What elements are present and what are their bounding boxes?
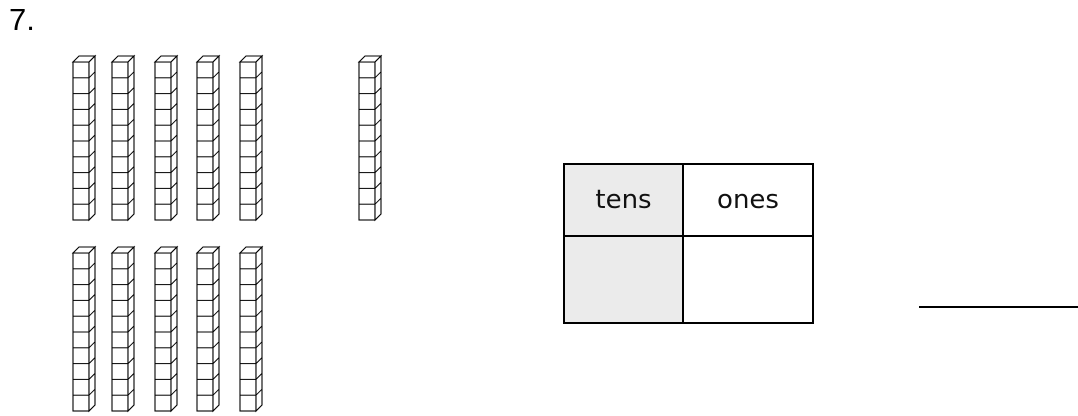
tens-rod (153, 54, 179, 222)
tens-rod (357, 54, 383, 222)
base-ten-blocks (71, 54, 383, 413)
tens-rod (195, 245, 221, 413)
tens-rods-group (71, 54, 383, 413)
tens-rod (238, 245, 264, 413)
tens-rod (71, 245, 97, 413)
tens-rod (153, 245, 179, 413)
tens-header: tens (563, 163, 684, 237)
answer-line[interactable] (919, 306, 1078, 308)
problem-number: 7. (9, 2, 35, 37)
ones-header: ones (682, 163, 814, 237)
tens-rod (110, 54, 136, 222)
tens-rod (195, 54, 221, 222)
tens-rod (238, 54, 264, 222)
tens-rod (71, 54, 97, 222)
ones-answer-cell[interactable] (682, 235, 814, 324)
place-value-table: tens ones (563, 163, 814, 324)
tens-answer-cell[interactable] (563, 235, 684, 324)
tens-rod (110, 245, 136, 413)
